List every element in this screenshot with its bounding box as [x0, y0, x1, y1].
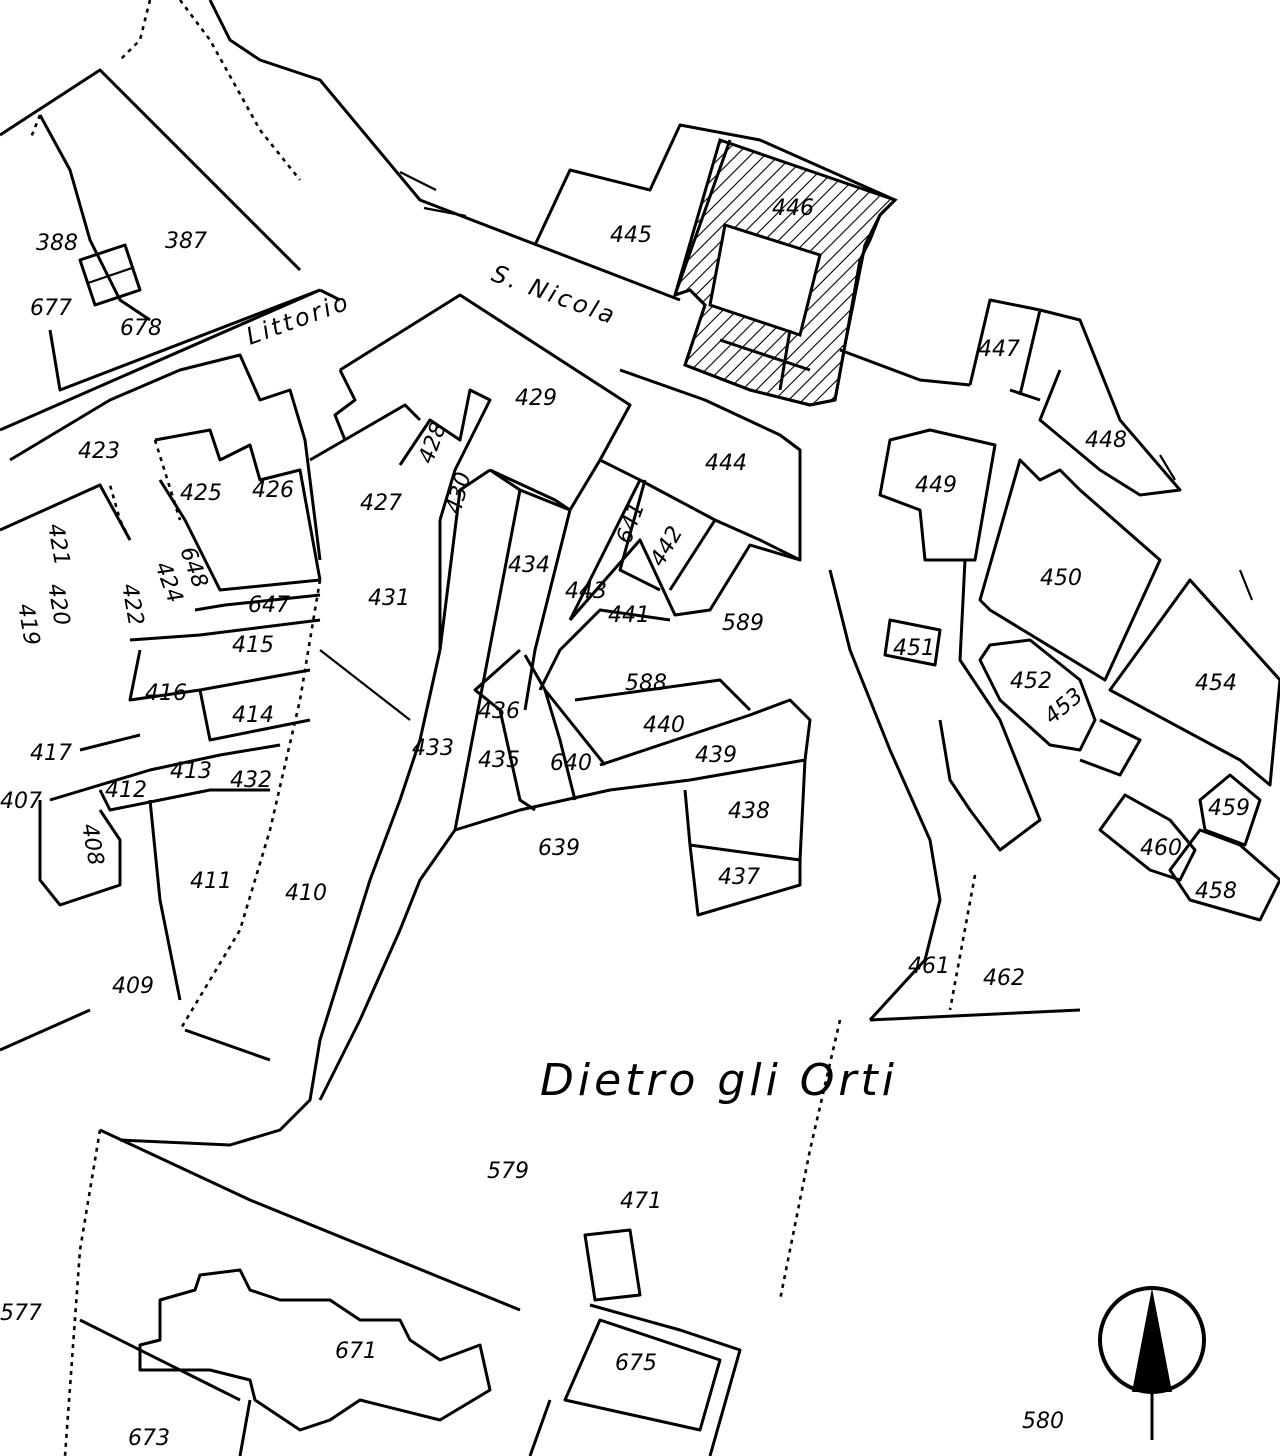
parcel-label: 412	[105, 778, 147, 803]
parcel-label: 440	[643, 713, 685, 738]
parcel-label: 677	[30, 296, 72, 321]
parcel-label: 441	[608, 603, 650, 628]
parcel-label: 409	[112, 974, 154, 999]
parcel-label: 419	[12, 602, 44, 648]
parcel-label: 421	[42, 522, 74, 568]
parcel-label: 675	[615, 1351, 657, 1376]
parcel-label: 449	[915, 473, 957, 498]
parcel-label: 461	[908, 954, 950, 979]
parcel-label: 641	[612, 499, 650, 547]
south-central-block	[63, 649, 842, 1456]
parcel-label: 408	[76, 822, 108, 868]
place-name-label: Dietro gli Orti	[540, 1055, 898, 1106]
parcel-label: 429	[515, 386, 557, 411]
parcel-label: 451	[893, 636, 935, 661]
parcel-label: 640	[550, 751, 592, 776]
parcel-label: 428	[414, 419, 452, 467]
parcel-label: 454	[1195, 671, 1237, 696]
north-east-block	[828, 298, 1280, 1022]
parcel-label: 458	[1195, 879, 1237, 904]
parcel-label: 436	[478, 699, 520, 724]
parcel-label: 452	[1010, 669, 1052, 694]
parcel-label: 459	[1208, 796, 1250, 821]
parcel-label: 438	[728, 799, 770, 824]
south-west-block	[79, 1268, 492, 1456]
parcel-label: 450	[1040, 566, 1082, 591]
parcel-label: 427	[360, 491, 402, 516]
parcel-label: 673	[128, 1426, 170, 1451]
church-cross-icon	[719, 329, 811, 391]
west-block	[0, 114, 322, 1062]
parcel-label: 437	[718, 865, 760, 890]
parcel-label: 444	[705, 451, 747, 476]
parcel-label: 647	[248, 593, 290, 618]
parcel-label: 433	[412, 736, 454, 761]
parcel-label: 411	[190, 869, 232, 894]
parcel-label: 589	[722, 611, 764, 636]
parcel-label: 425	[180, 481, 222, 506]
parcel-label: 580	[1022, 1409, 1064, 1434]
parcel-label: 415	[232, 633, 274, 658]
parcel-label: 447	[978, 337, 1020, 362]
parcel-label: 577	[0, 1301, 42, 1326]
central-block	[309, 293, 812, 917]
parcel-label: 579	[487, 1159, 529, 1184]
parcel-label: 420	[42, 582, 74, 628]
parcel-label: 460	[1140, 836, 1182, 861]
parcel-label: 432	[230, 768, 272, 793]
parcel-label: 446	[772, 196, 814, 221]
parcel-label: 417	[30, 741, 72, 766]
parcel-label: 422	[116, 582, 148, 628]
parcel-label: 435	[478, 748, 520, 773]
parcel-label: 388	[36, 231, 78, 256]
parcel-label: 434	[508, 553, 550, 578]
parcel-label: 407	[0, 789, 42, 814]
parcel-label: 423	[78, 439, 120, 464]
parcel-label: 639	[538, 836, 580, 861]
parcel-label: 588	[625, 671, 667, 696]
parcel-label: 445	[610, 223, 652, 248]
parcel-label: 678	[120, 316, 162, 341]
parcel-label: 387	[165, 229, 207, 254]
church-block	[533, 123, 898, 407]
parcel-label: 416	[145, 681, 187, 706]
parcel-label: 671	[335, 1339, 377, 1364]
north-arrow-icon	[1098, 1286, 1206, 1440]
parcel-labels: 388 387 677 678 423 425 426 421 420 419 …	[0, 196, 1250, 1451]
road-edges	[0, 0, 1041, 432]
parcel-label: 431	[368, 586, 410, 611]
parcel-label: 443	[565, 579, 607, 604]
parcel-label: 448	[1085, 428, 1127, 453]
street-littorio-label: Littorio	[242, 287, 354, 351]
parcel-label: 430	[442, 470, 477, 517]
parcel-label: 462	[983, 966, 1025, 991]
parcel-label: 439	[695, 743, 737, 768]
parcel-label: 410	[285, 881, 327, 906]
parcel-label: 414	[232, 703, 274, 728]
parcel-label: 413	[170, 759, 212, 784]
parcel-label: 426	[252, 478, 294, 503]
parcel-label: 471	[620, 1189, 662, 1214]
